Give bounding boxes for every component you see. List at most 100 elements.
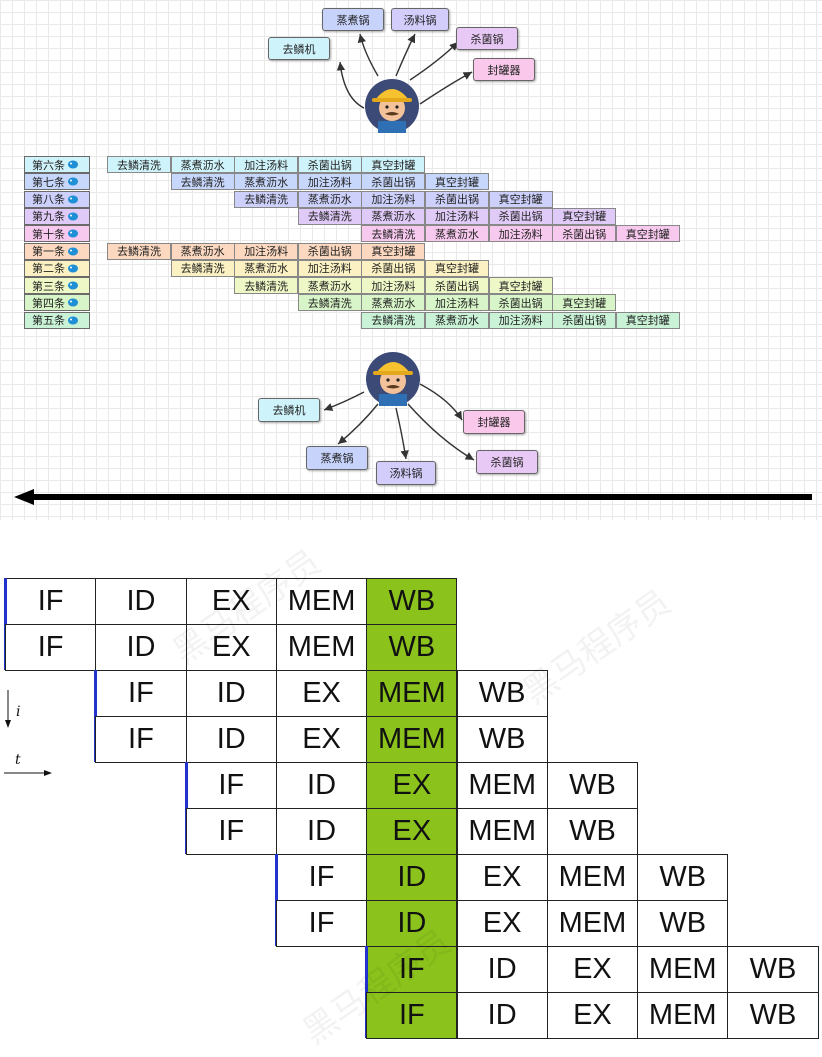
process-step: 加注汤料 [361,277,426,295]
process-step: 去鳞清洗 [234,190,299,208]
process-step: 去鳞清洗 [107,156,171,173]
machine-node: 汤料锅 [376,461,436,485]
production-line-label: 第六条 [24,156,90,173]
pipeline-stage-cell: WB [727,946,819,993]
production-line-label: 第八条 [24,190,90,208]
line-label-text: 第九条 [32,210,65,224]
line-label-text: 第四条 [32,296,65,310]
fish-icon [68,281,78,290]
pipeline-stage-cell: EX [366,808,458,855]
pipeline-stage-cell: ID [456,992,548,1039]
machine-node: 杀菌锅 [456,27,518,50]
connector-arrow [357,33,379,77]
pipeline-stage-cell: MEM [275,578,368,625]
pipeline-stage-cell: WB [366,578,458,625]
process-step: 真空封罐 [425,259,489,277]
process-step: 加注汤料 [488,311,553,329]
pipeline-stage-cell: EX [456,900,548,947]
pipeline-stage-cell: MEM [637,946,729,993]
pipeline-stage-cell: ID [275,762,368,809]
line-label-text: 第五条 [32,314,65,328]
process-step: 加注汤料 [234,242,299,260]
line-label-text: 第三条 [32,279,65,293]
process-step: 蒸煮沥水 [234,173,299,191]
process-step: 杀菌出锅 [552,311,617,329]
pipeline-stage-cell: ID [95,578,187,625]
fish-icon [68,229,78,238]
pipeline-stage-cell: ID [366,854,458,901]
process-step: 去鳞清洗 [234,277,299,295]
pipeline-stage-cell: WB [456,716,548,763]
pipeline-stage-cell: MEM [637,992,729,1039]
big-left-arrow [14,489,812,505]
axis-t-text: t [15,752,21,768]
pipeline-stage-cell: WB [366,624,458,671]
connector-arrow [419,383,463,421]
process-step: 杀菌出锅 [552,225,617,243]
process-step: 加注汤料 [488,225,553,243]
machine-node: 封罐器 [463,410,525,434]
process-step: 真空封罐 [552,294,617,312]
pipeline-stage-cell: WB [727,992,819,1039]
pipeline-stage-cell: EX [456,854,548,901]
pipeline-stage-cell: EX [366,762,458,809]
process-step: 杀菌出锅 [297,156,362,173]
pipeline-stage-cell: ID [366,900,458,947]
axis-i-text: i [16,704,21,720]
machine-node: 封罐器 [473,58,535,81]
process-step: 杀菌出锅 [425,190,489,208]
process-step: 杀菌出锅 [297,242,362,260]
production-line-label: 第七条 [24,173,90,191]
production-line-label: 第四条 [24,294,90,312]
process-step: 蒸煮沥水 [297,190,362,208]
pipeline-stage-cell: EX [546,946,639,993]
machine-node: 去鳞机 [258,398,320,422]
pipeline-stage-cell: MEM [456,808,548,855]
process-step: 蒸煮沥水 [170,242,235,260]
connector-arrow [395,407,409,460]
pipeline-stage-cell: WB [546,762,639,809]
production-line-label: 第九条 [24,207,90,225]
process-step: 去鳞清洗 [107,242,171,260]
pipeline-stage-cell: ID [185,716,277,763]
diagram-canvas: 蒸煮锅汤料锅杀菌锅封罐器去鳞机去鳞机蒸煮锅汤料锅杀菌锅封罐器 第六条去鳞清洗蒸煮… [0,0,822,520]
connector-arrow [323,391,365,411]
pipeline-stage-cell: IF [275,854,368,901]
production-line-label: 第五条 [24,311,90,329]
process-step: 去鳞清洗 [170,259,235,277]
production-line-label: 第十条 [24,225,90,243]
process-step: 加注汤料 [297,173,362,191]
process-step: 加注汤料 [425,207,489,225]
pipeline-stage-cell: WB [456,670,548,717]
process-step: 真空封罐 [615,225,680,243]
pipeline-stage-cell: EX [546,992,639,1039]
connector-arrows [323,33,475,461]
line-label-text: 第八条 [32,193,65,207]
line-label-text: 第七条 [32,175,65,189]
pipeline-stage-cell: MEM [546,854,639,901]
line-label-text: 第十条 [32,227,65,241]
pipeline-stage-cell: WB [546,808,639,855]
process-step: 真空封罐 [615,311,680,329]
pipeline-stage-cell: WB [637,900,729,947]
connector-arrow [336,61,365,109]
process-step: 真空封罐 [425,173,489,191]
process-step: 杀菌出锅 [488,207,553,225]
fish-icon [68,264,78,273]
connector-arrow [395,33,416,77]
fish-icon [68,247,78,255]
process-step: 加注汤料 [361,190,426,208]
process-step: 蒸煮沥水 [297,277,362,295]
process-step: 去鳞清洗 [297,207,362,225]
process-step: 加注汤料 [425,294,489,312]
pipeline-stage-cell: IF [5,578,97,625]
pipeline-stage-cell: IF [275,900,368,947]
pipeline-stage-cell: MEM [275,624,368,671]
pipeline-stage-cell: MEM [366,670,458,717]
process-step: 蒸煮沥水 [170,156,235,173]
line-label-text: 第二条 [32,262,65,276]
process-step: 去鳞清洗 [170,173,235,191]
production-line-label: 第二条 [24,259,90,277]
connector-arrow [409,41,459,81]
watermark: 黑马程序员 [515,582,679,713]
